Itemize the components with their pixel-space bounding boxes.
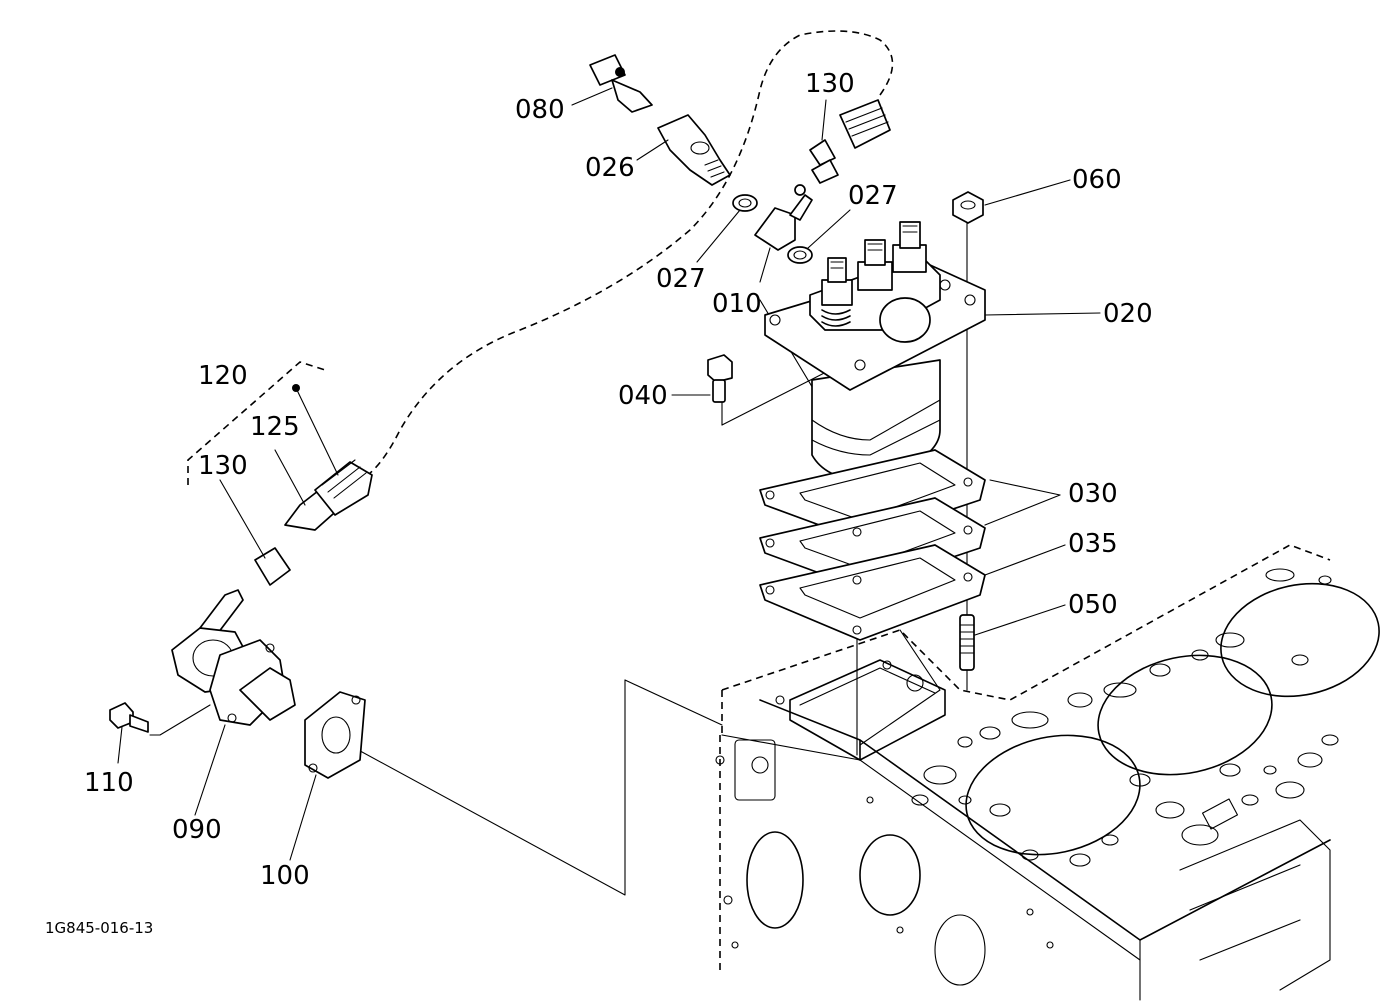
callout-labels: 080 026 130 060 027 027 010 020 040 120 … [45, 69, 1153, 937]
callout-027-right: 027 [848, 181, 898, 211]
callout-060: 060 [1072, 165, 1122, 195]
injection-pump [764, 221, 986, 481]
callout-120: 120 [198, 361, 248, 391]
callout-100: 100 [260, 861, 310, 891]
callout-090: 090 [172, 815, 222, 845]
callout-026: 026 [585, 153, 635, 183]
callout-110: 110 [84, 768, 134, 798]
callout-027-left: 027 [656, 264, 706, 294]
figure-code: 1G845-016-13 [45, 919, 153, 937]
callout-040: 040 [618, 381, 668, 411]
callout-leaders [117, 87, 1101, 861]
callout-035: 035 [1068, 529, 1118, 559]
callout-050: 050 [1068, 590, 1118, 620]
nut [952, 191, 984, 224]
callout-020: 020 [1103, 299, 1153, 329]
callout-010: 010 [712, 289, 762, 319]
gaskets [759, 449, 986, 641]
callout-125: 125 [250, 412, 300, 442]
callout-080: 080 [515, 95, 565, 125]
bolt [707, 354, 733, 403]
callout-130-top: 130 [805, 69, 855, 99]
fuel-fittings [589, 54, 891, 264]
fuel-pipe [359, 30, 894, 481]
fuel-cut-solenoid [109, 361, 373, 779]
callout-130-left: 130 [198, 451, 248, 481]
engine-block [715, 544, 1380, 1001]
stud-bolt [959, 614, 975, 671]
callout-030: 030 [1068, 479, 1118, 509]
